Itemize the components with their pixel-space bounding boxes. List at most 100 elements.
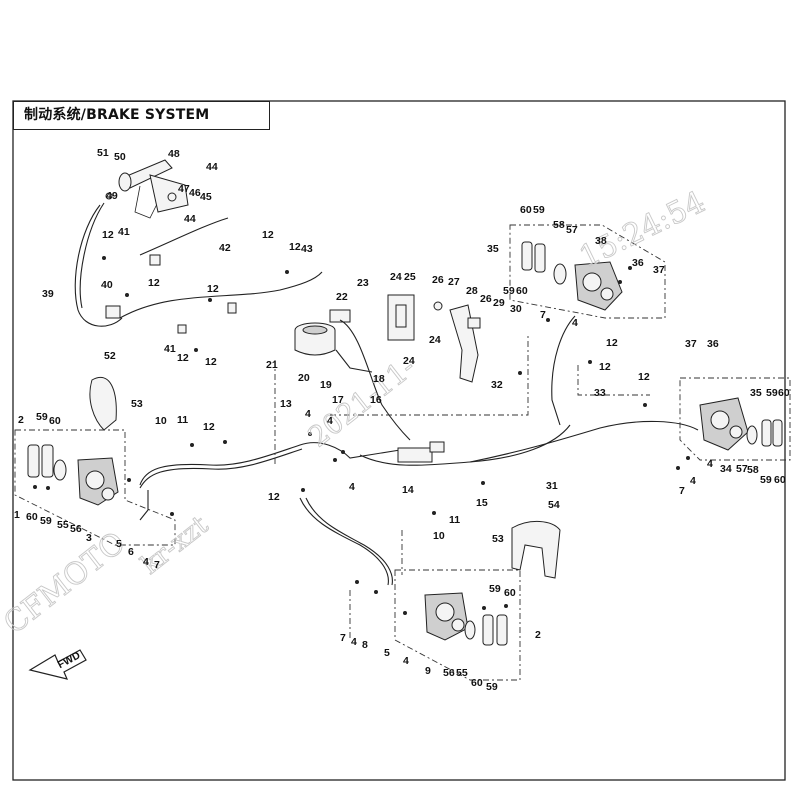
callout-33: 33 <box>594 387 606 399</box>
callout-37: 37 <box>685 338 697 350</box>
callout-36: 36 <box>632 257 644 269</box>
callout-22: 22 <box>336 291 348 303</box>
callout-44: 44 <box>206 161 218 173</box>
callout-54: 54 <box>548 499 560 511</box>
callout-4: 4 <box>143 556 149 568</box>
callout-50: 50 <box>114 151 126 163</box>
callout-18: 18 <box>373 373 385 385</box>
callout-60: 60 <box>471 677 483 689</box>
callout-53: 53 <box>492 533 504 545</box>
callout-31: 31 <box>546 480 558 492</box>
callout-7: 7 <box>154 559 160 571</box>
callout-39: 39 <box>42 288 54 300</box>
callout-5: 5 <box>384 647 390 659</box>
callout-7: 7 <box>340 632 346 644</box>
diagram-frame <box>12 100 786 781</box>
front-left-caliper-box <box>14 429 176 546</box>
callout-45: 45 <box>200 191 212 203</box>
callout-24: 24 <box>429 334 441 346</box>
callout-4: 4 <box>403 655 409 667</box>
callout-56: 56 <box>70 523 82 535</box>
callout-40: 40 <box>101 279 113 291</box>
callout-47: 47 <box>178 183 190 195</box>
callout-16: 16 <box>370 394 382 406</box>
pedal-leader-box <box>330 335 529 416</box>
callout-59: 59 <box>766 387 778 399</box>
callout-12: 12 <box>205 356 217 368</box>
callout-58: 58 <box>747 464 759 476</box>
forward-direction-arrow: FWD <box>28 649 87 680</box>
callout-35: 35 <box>487 243 499 255</box>
callout-34: 34 <box>720 463 732 475</box>
callout-12: 12 <box>148 277 160 289</box>
callout-15: 15 <box>476 497 488 509</box>
callout-59: 59 <box>40 515 52 527</box>
callout-57: 57 <box>736 463 748 475</box>
front-left-caliper-3 <box>27 444 119 506</box>
callout-12: 12 <box>262 229 274 241</box>
callout-8: 8 <box>362 639 368 651</box>
callout-24: 24 <box>390 271 402 283</box>
brake-lines <box>139 315 699 586</box>
callout-9: 9 <box>425 665 431 677</box>
parking-brake-cable-39 <box>74 202 323 327</box>
callout-10: 10 <box>433 530 445 542</box>
callout-46: 46 <box>189 187 201 199</box>
callout-4: 4 <box>690 475 696 487</box>
callout-57: 57 <box>566 224 578 236</box>
callout-13: 13 <box>280 398 292 410</box>
callout-3: 3 <box>86 532 92 544</box>
callout-25: 25 <box>404 271 416 283</box>
callout-60: 60 <box>520 204 532 216</box>
callout-12: 12 <box>203 421 215 433</box>
callout-26: 26 <box>480 293 492 305</box>
callout-27: 27 <box>448 276 460 288</box>
callout-43: 43 <box>301 243 313 255</box>
diagram-title: 制动系统/BRAKE SYSTEM <box>24 107 210 123</box>
rear-right-caliper-34 <box>699 397 783 451</box>
callout-41: 41 <box>164 343 176 355</box>
front-right-caliper-38 <box>521 241 623 311</box>
dashed-leaders <box>274 360 650 640</box>
callout-12: 12 <box>289 241 301 253</box>
callout-32: 32 <box>491 379 503 391</box>
callout-36: 36 <box>707 338 719 350</box>
callout-26: 26 <box>432 274 444 286</box>
callout-42: 42 <box>219 242 231 254</box>
watermark-brand: CFMOTO <box>0 525 132 641</box>
callout-55: 55 <box>57 519 69 531</box>
callout-55: 55 <box>456 667 468 679</box>
rear-left-caliper-box <box>394 569 521 681</box>
brake-pedal-assembly <box>387 294 481 383</box>
bracket-guard-54 <box>511 521 561 579</box>
callout-28: 28 <box>466 285 478 297</box>
callout-19: 19 <box>320 379 332 391</box>
callout-60: 60 <box>49 415 61 427</box>
callout-4: 4 <box>572 317 578 329</box>
callout-60: 60 <box>778 387 790 399</box>
rear-left-caliper-9 <box>424 592 508 646</box>
fasteners <box>33 256 690 615</box>
callout-59: 59 <box>533 204 545 216</box>
callout-59: 59 <box>503 285 515 297</box>
callout-60: 60 <box>774 474 786 486</box>
callout-38: 38 <box>595 235 607 247</box>
callout-41: 41 <box>118 226 130 238</box>
callout-35: 35 <box>750 387 762 399</box>
callout-12: 12 <box>599 361 611 373</box>
callout-49: 49 <box>106 190 118 202</box>
callout-17: 17 <box>332 394 344 406</box>
callout-30: 30 <box>510 303 522 315</box>
parking-brake-lever-assembly <box>105 159 189 219</box>
callout-21: 21 <box>266 359 278 371</box>
callout-7: 7 <box>540 309 546 321</box>
callout-20: 20 <box>298 372 310 384</box>
callout-59: 59 <box>486 681 498 693</box>
junction-block-14 <box>397 441 445 463</box>
callout-12: 12 <box>102 229 114 241</box>
callout-12: 12 <box>177 352 189 364</box>
callout-60: 60 <box>26 511 38 523</box>
callout-51: 51 <box>97 147 109 159</box>
callout-60: 60 <box>516 285 528 297</box>
callout-44: 44 <box>184 213 196 225</box>
